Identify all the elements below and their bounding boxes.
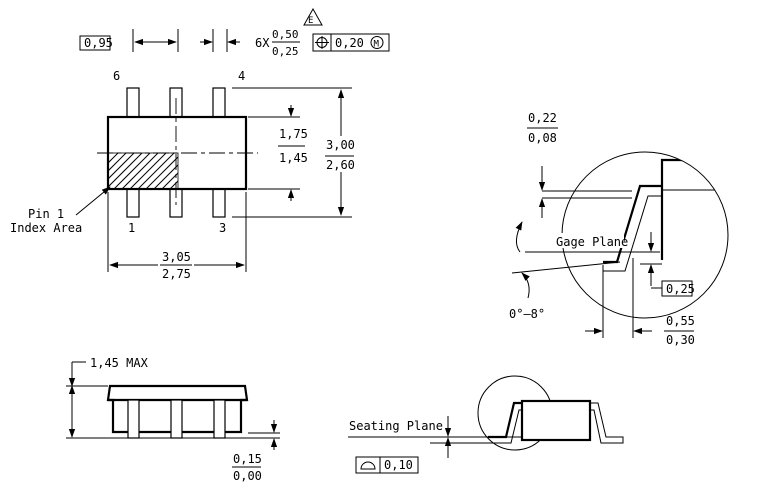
side-view-seating: Seating Plane 0,10: [348, 375, 624, 474]
pin-number-1: 1: [128, 221, 135, 235]
pin-number-3: 3: [219, 221, 226, 235]
pin-number-6: 6: [113, 69, 120, 83]
top-view: 0,95 6X 0,50 0,25 E 0,20 M 6 4 1 3: [10, 7, 390, 282]
note-triangle-icon: [303, 7, 323, 26]
note-ref: E: [308, 16, 313, 26]
side-lead-2: [170, 399, 183, 439]
lead-count-prefix: 6X: [255, 36, 270, 50]
lead-width-min: 0,25: [272, 45, 299, 58]
angle-range: 0°–8°: [509, 307, 545, 321]
position-tolerance-value: 0,20: [335, 36, 364, 50]
overall-width-max: 3,00: [326, 138, 355, 152]
lead-1: [126, 188, 140, 218]
standoff-min: 0,00: [233, 469, 262, 483]
mmc-modifier-icon: [370, 36, 384, 49]
lead-thickness-max: 0,22: [528, 111, 557, 125]
body-length-max: 3,05: [162, 250, 191, 264]
lead-6: [126, 87, 140, 118]
seating-plane-label: Seating Plane: [349, 419, 443, 433]
pitch-box: [79, 35, 111, 51]
end-lead-right: [590, 402, 624, 444]
coplanarity-value: 0,10: [384, 458, 413, 472]
position-tolerance-frame: [312, 33, 390, 52]
side-view-left: 1,45 MAX 0,15 0,00: [66, 356, 280, 483]
lead-3: [212, 188, 226, 218]
angle-dimension: [521, 272, 530, 299]
body-width-min: 1,45: [279, 151, 308, 165]
pin1-label-line1: Pin 1: [28, 207, 64, 221]
foot-length-min: 0,30: [666, 333, 695, 347]
height-max-label: 1,45 MAX: [90, 356, 149, 370]
package-body-end: [520, 399, 592, 442]
lead-detail-view: 0,22 0,08 Gage Plane 0°–8° 0,25 0,55 0,3…: [509, 111, 729, 347]
gage-height-value: 0,25: [666, 282, 695, 296]
body-width-max: 1,75: [279, 127, 308, 141]
pin1-label-line2: Index Area: [10, 221, 82, 235]
side-lead-3: [213, 399, 226, 439]
profile-surface-icon: [360, 461, 376, 470]
gage-plane-label: Gage Plane: [556, 235, 628, 249]
side-lead-1: [127, 399, 140, 439]
overall-width-min: 2,60: [326, 158, 355, 172]
pin-number-4: 4: [238, 69, 245, 83]
lead-4: [212, 87, 226, 118]
lead-profile: [603, 184, 662, 264]
pitch-value: 0,95: [84, 36, 113, 50]
lead-width-max: 0,50: [272, 28, 299, 41]
lead-thickness-min: 0,08: [528, 131, 557, 145]
body-length-min: 2,75: [162, 267, 191, 281]
foot-length-max: 0,55: [666, 314, 695, 328]
mmc-modifier: M: [374, 40, 380, 50]
standoff-max: 0,15: [233, 452, 262, 466]
pin1-leader: [75, 186, 111, 216]
